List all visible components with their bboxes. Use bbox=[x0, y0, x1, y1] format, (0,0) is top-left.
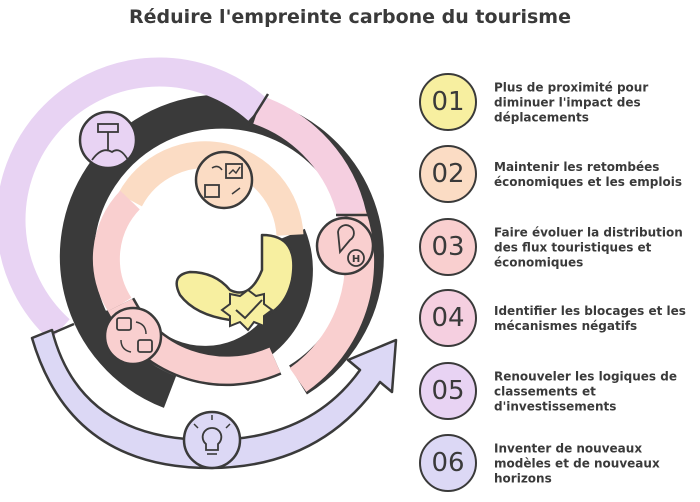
step-badge-06: 06 bbox=[419, 434, 477, 492]
step-01: 01 Plus de proximité pour diminuer l'imp… bbox=[419, 73, 694, 133]
diagram-title: Réduire l'empreinte carbone du tourisme bbox=[129, 6, 571, 28]
step-label-03: Faire évoluer la distribution des flux t… bbox=[494, 225, 683, 270]
step-04: 04 Identifier les blocages et les mécani… bbox=[419, 289, 694, 349]
check-badge-icon bbox=[220, 288, 274, 332]
step-06: 06 Inventer de nouveaux modèles et de no… bbox=[419, 434, 694, 494]
step-label-01: Plus de proximité pour diminuer l'impact… bbox=[494, 80, 649, 125]
segment-03-inner bbox=[92, 190, 141, 313]
step-label-05: Renouveler les logiques de classements e… bbox=[494, 369, 677, 414]
step-02: 02 Maintenir les retombées économiques e… bbox=[419, 145, 694, 205]
step-badge-04: 04 bbox=[419, 289, 477, 347]
step-badge-01: 01 bbox=[419, 73, 477, 131]
step-label-04: Identifier les blocages et les mécanisme… bbox=[494, 304, 686, 333]
step-05: 05 Renouveler les logiques de classement… bbox=[419, 362, 694, 422]
step-badge-03: 03 bbox=[419, 218, 477, 276]
outer-ring bbox=[0, 57, 384, 408]
step-label-02: Maintenir les retombées économiques et l… bbox=[494, 160, 682, 189]
lightbulb-idea-icon bbox=[182, 410, 242, 470]
signpost-icon bbox=[78, 110, 138, 170]
step-03: 03 Faire évoluer la distribution des flu… bbox=[419, 218, 694, 278]
analytics-icon bbox=[194, 150, 254, 210]
segment-05 bbox=[0, 57, 268, 341]
svg-text:H: H bbox=[352, 254, 360, 265]
bus-transport-icon bbox=[103, 306, 163, 366]
step-badge-05: 05 bbox=[419, 362, 477, 420]
hotel-location-icon: H bbox=[315, 216, 375, 276]
segment-04 bbox=[252, 96, 367, 219]
arrow-sweep bbox=[30, 328, 398, 470]
step-badge-02: 02 bbox=[419, 145, 477, 203]
step-label-06: Inventer de nouveaux modèles et de nouve… bbox=[494, 441, 660, 486]
